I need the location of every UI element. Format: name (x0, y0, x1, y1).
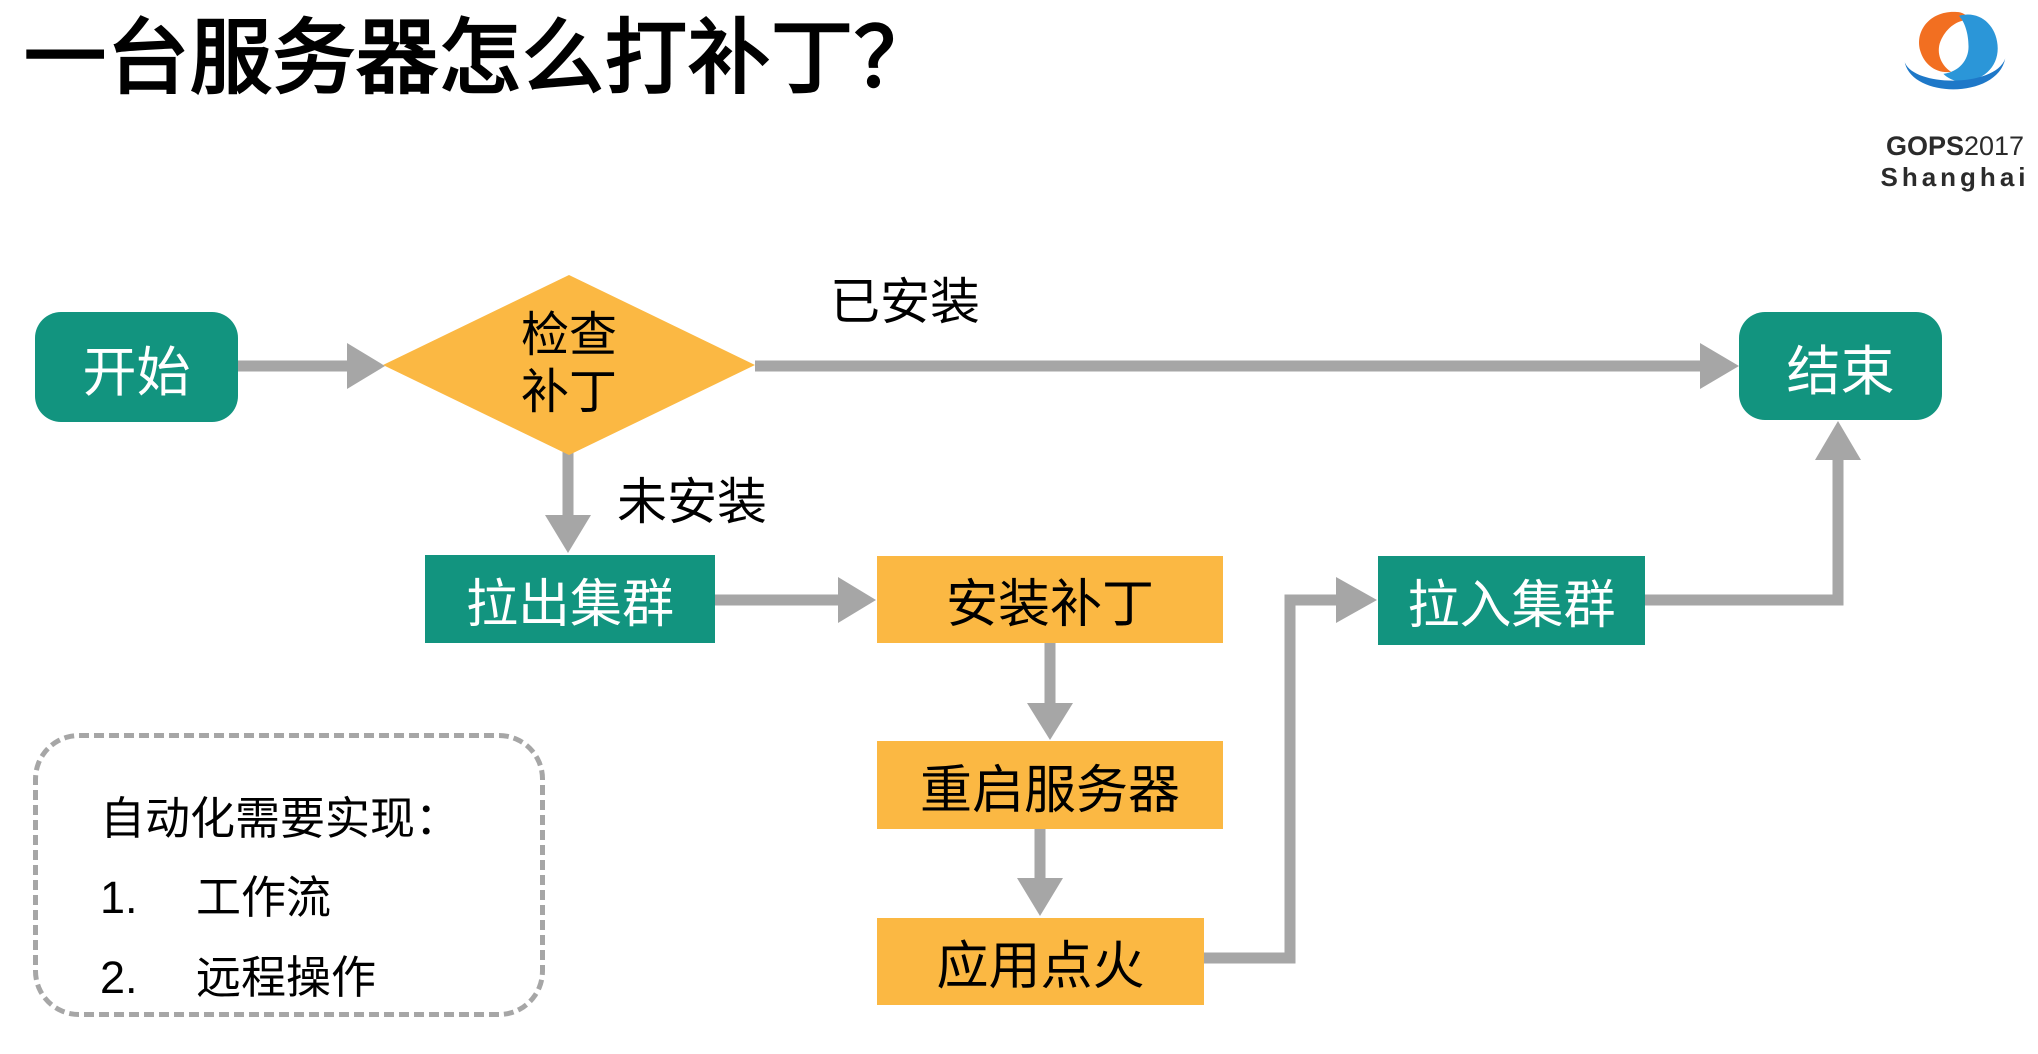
logo-text-gops2017: GOPS2017 (1876, 131, 2034, 162)
flow-node-start: 开始 (35, 312, 238, 422)
flow-node-app-ignite: 应用点火 (877, 918, 1204, 1005)
logo-text-city: Shanghai (1880, 161, 2030, 192)
connector-reboot-to-ignite (1017, 829, 1063, 916)
note-item-remote-ops: 2. 远程操作 (100, 945, 530, 1010)
page-title: 一台服务器怎么打补丁？ (24, 13, 938, 104)
edge-label-installed: 已安装 (830, 274, 980, 330)
edge-label-not-installed: 未安装 (617, 474, 767, 530)
logo-text-gops: GOPS (1885, 131, 1964, 161)
connector-pullout-to-install (715, 577, 876, 623)
connector-check-to-end (755, 343, 1739, 389)
connector-install-to-reboot (1027, 643, 1073, 740)
connector-pullin-to-end (1645, 421, 1861, 606)
flow-node-pull-out-cluster: 拉出集群 (425, 555, 715, 643)
flow-node-install-patch: 安装补丁 (877, 556, 1223, 643)
logo-wave-shape (1943, 14, 1998, 82)
connector-start-to-check (238, 343, 385, 389)
note-item-workflow: 1. 工作流 (100, 865, 530, 930)
flow-node-reboot-server: 重启服务器 (877, 741, 1223, 829)
gops-logo-icon (1904, 11, 2006, 90)
check-patch-line1: 检查 (520, 309, 617, 363)
flow-node-pull-in-cluster: 拉入集群 (1378, 556, 1645, 645)
note-item1-number: 1. (100, 872, 138, 924)
logo-text-year: 2017 (1963, 131, 2025, 161)
flow-node-end: 结束 (1739, 312, 1942, 420)
note-item2-label: 远程操作 (196, 951, 377, 1003)
connector-ignite-to-pullin (1204, 577, 1377, 964)
logo-crescent-shape (1904, 58, 2006, 90)
check-patch-line2: 补丁 (520, 366, 617, 419)
logo-flame-shape (1919, 11, 1971, 73)
note-heading: 自动化需要实现： (100, 793, 461, 844)
connector-check-to-pullout (545, 452, 591, 553)
note-item1-label: 工作流 (196, 872, 332, 924)
gops-logo: GOPS2017 Shanghai (1876, 6, 2034, 193)
note-item2-number: 2. (100, 951, 138, 1003)
automation-note-box: 自动化需要实现： 1. 工作流 2. 远程操作 (33, 733, 545, 1017)
